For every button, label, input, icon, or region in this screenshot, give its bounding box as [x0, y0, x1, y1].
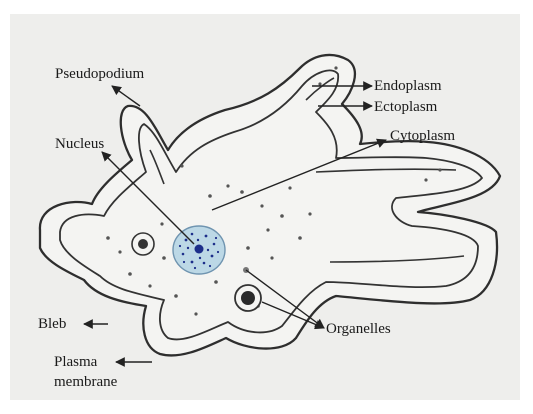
label-endoplasm: Endoplasm	[374, 78, 442, 94]
label-plasma: Plasma	[54, 354, 98, 370]
vacuole-right	[235, 285, 261, 311]
nucleus	[173, 226, 225, 274]
label-organelles: Organelles	[326, 321, 391, 337]
label-cytoplasm: Cytoplasm	[390, 128, 455, 144]
label-bleb: Bleb	[38, 316, 66, 332]
label-pseudopodium: Pseudopodium	[55, 66, 145, 82]
vacuole-left	[132, 233, 154, 255]
label-membrane: membrane	[54, 374, 118, 390]
label-ectoplasm: Ectoplasm	[374, 99, 438, 115]
label-nucleus: Nucleus	[55, 136, 104, 152]
